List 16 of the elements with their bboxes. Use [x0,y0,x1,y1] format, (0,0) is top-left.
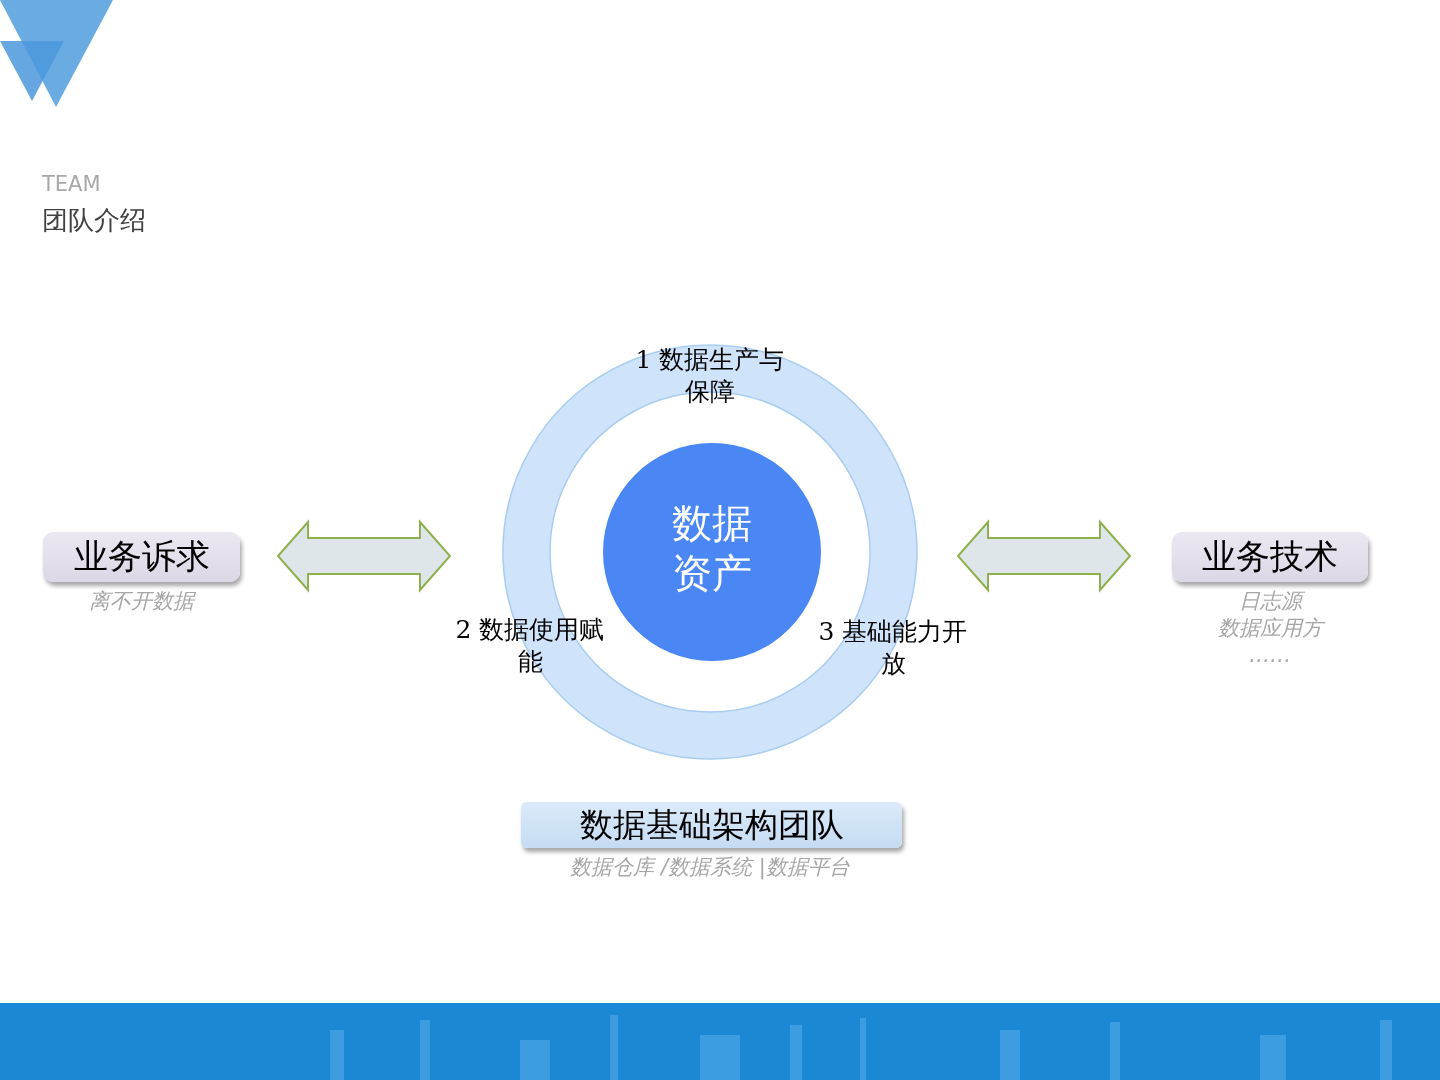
ring-label: 1 数据生产与保障 [635,344,785,408]
ring-label: 2 数据使用赋能 [455,614,605,678]
topic-box: 业务技术 [1172,532,1368,582]
note-text: 日志源 [1172,588,1368,615]
core-label: 数据资产 [671,499,753,598]
double-arrow [956,519,1132,593]
note-text: 数据仓库 /数据系统 |数据平台 [569,854,851,881]
page-title: 团队介绍 [42,204,146,237]
double-arrow [276,519,452,593]
note-text: …… [1248,642,1292,669]
note-text: 数据应用方 [1172,615,1368,642]
note-text: 离不开数据 [88,588,197,615]
section-label: TEAM [42,172,101,196]
ring-label: 3 基础能力开放 [818,616,968,680]
topic-box: 业务诉求 [43,532,240,582]
team-name-box: 数据基础架构团队 [521,802,902,848]
